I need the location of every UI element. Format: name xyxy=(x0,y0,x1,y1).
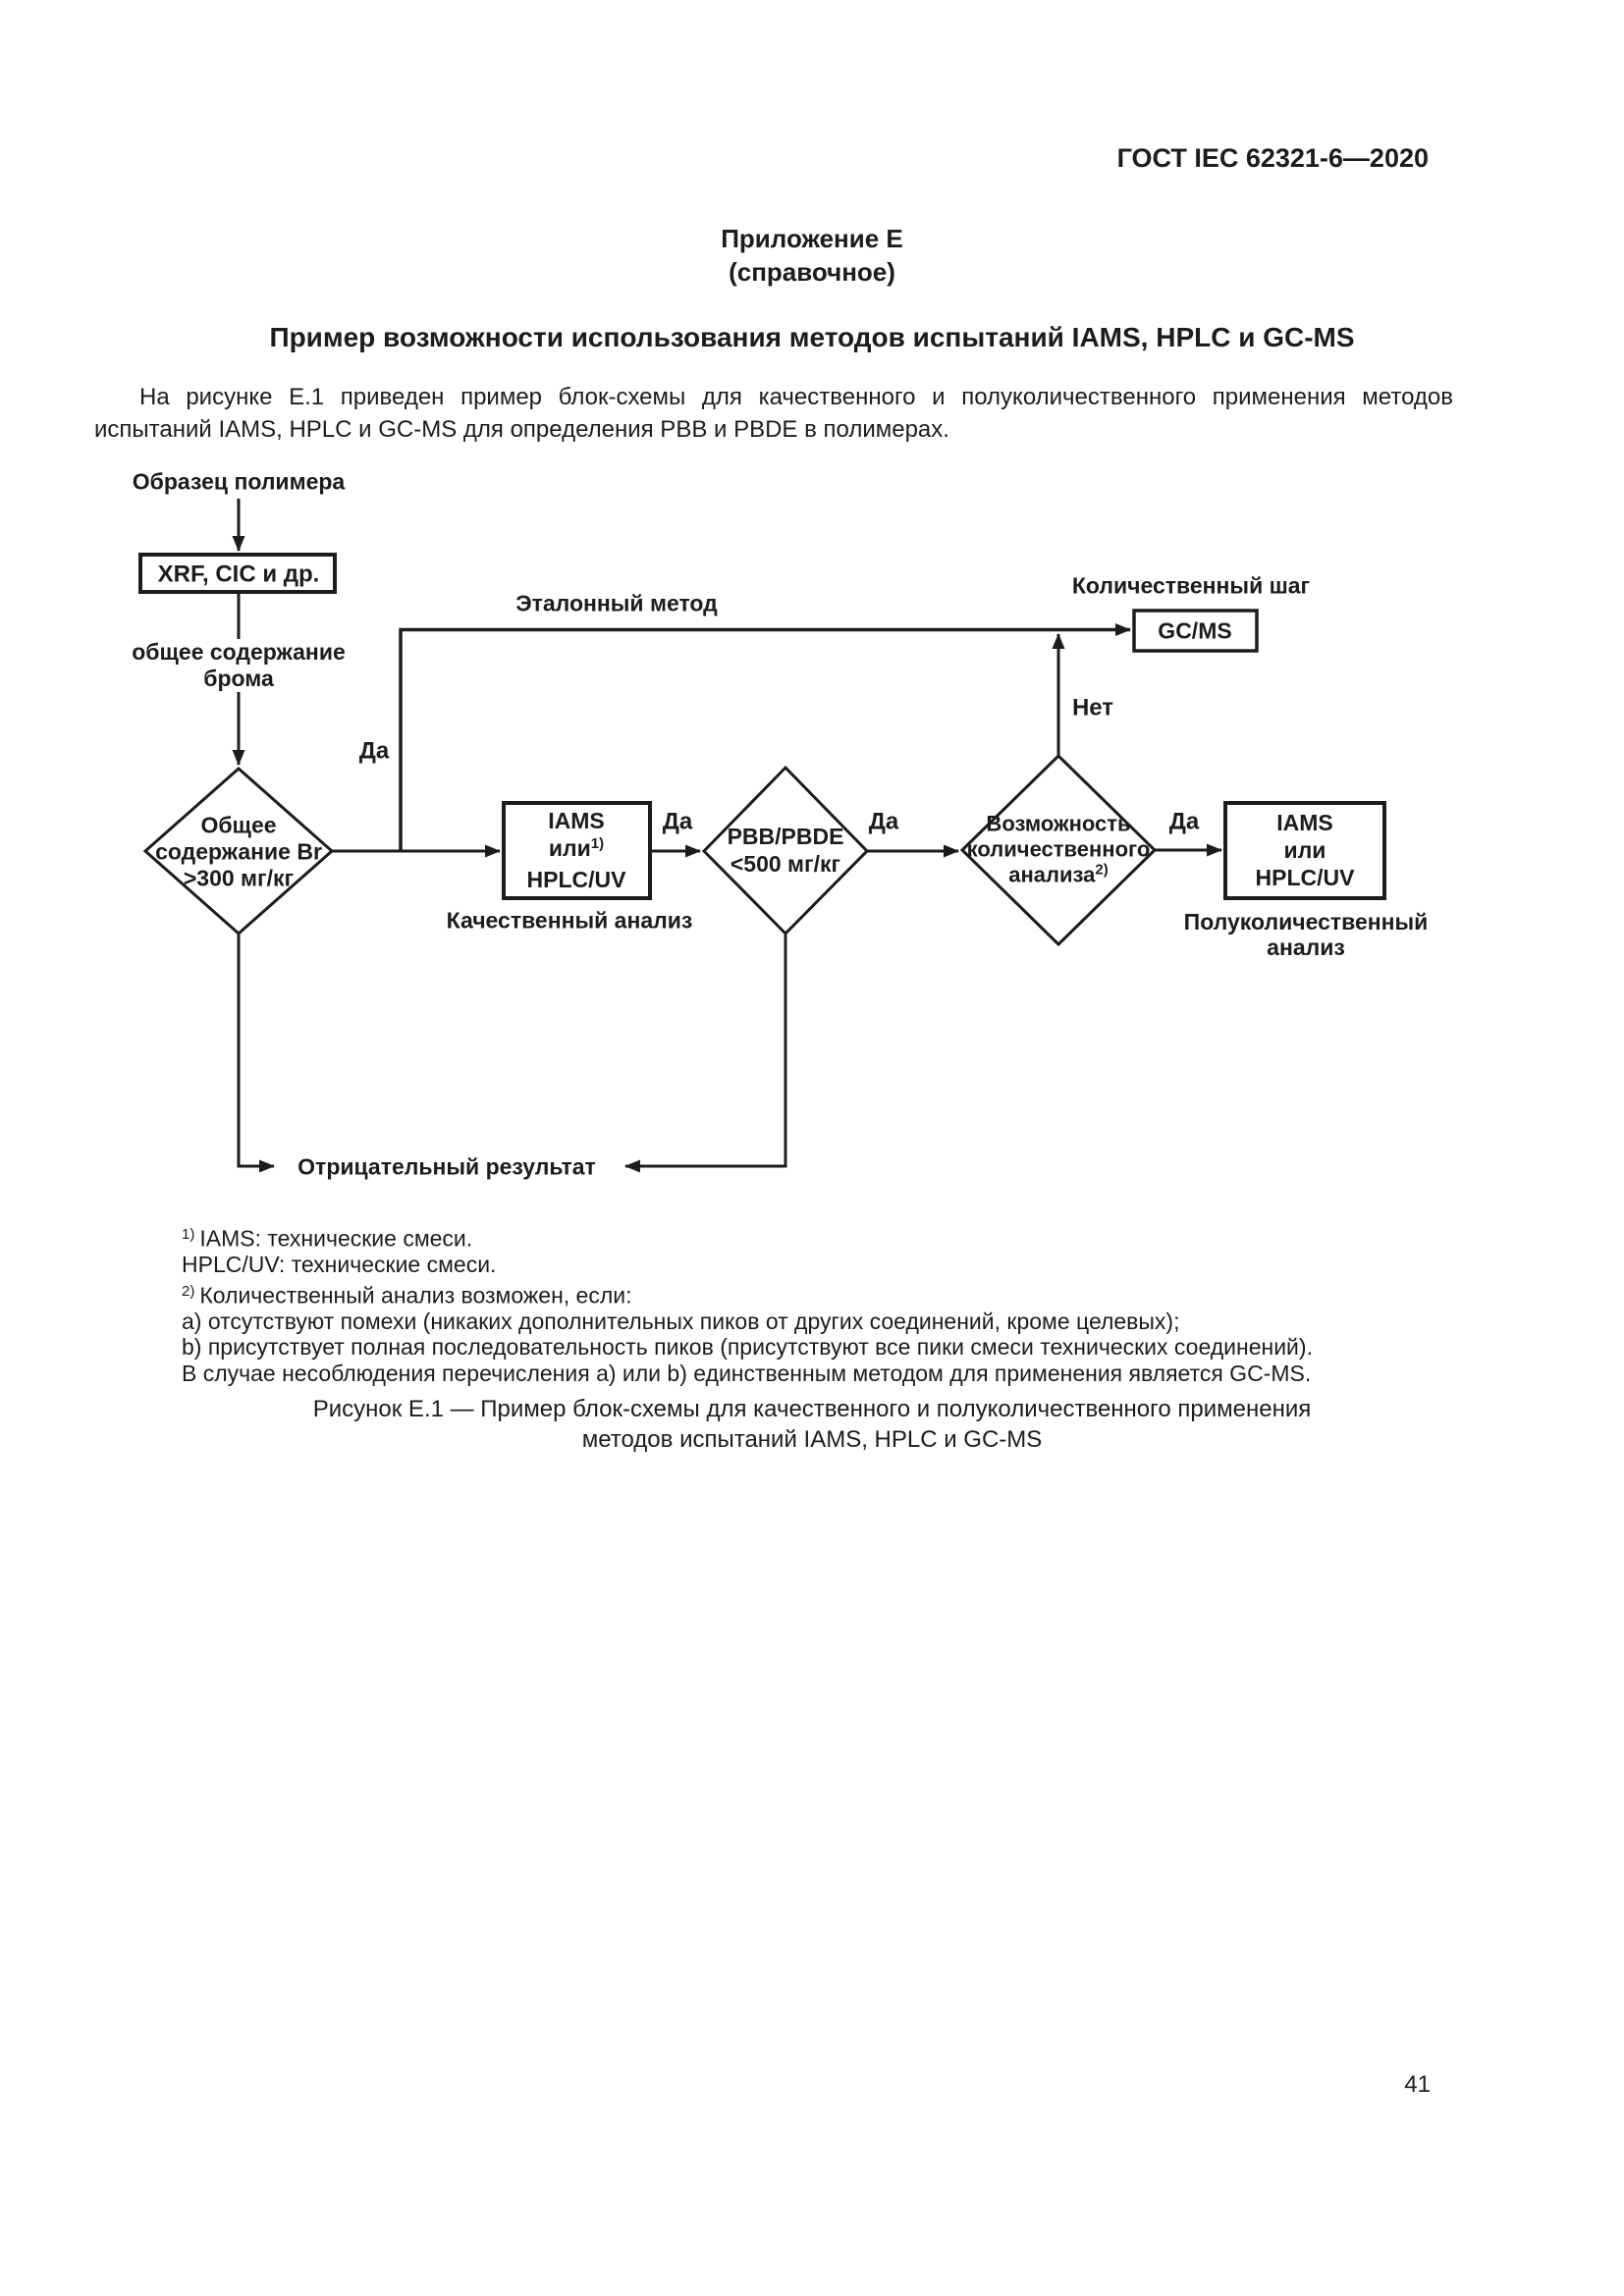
footnote-line: В случае несоблюдения перечисления a) ил… xyxy=(182,1360,1312,1386)
figure-caption: Рисунок Е.1 — Пример блок-схемы для каче… xyxy=(312,1396,1312,1453)
semiquant-box-label: IAMS или HPLC/UV xyxy=(1255,810,1355,890)
yes-label-1: Да xyxy=(358,737,390,765)
reference-method-label: Эталонный метод xyxy=(515,590,718,616)
qualitative-analysis-label: Качественный анализ xyxy=(446,907,693,934)
decision1-label: Общее содержание Br >300 мг/кг xyxy=(155,812,322,891)
footnote-line: a) отсутствуют помехи (никаких дополните… xyxy=(182,1308,1180,1334)
negative-result-label: Отрицательный результат xyxy=(298,1153,596,1180)
footnote-line: 2)Количественный анализ возможен, если: xyxy=(182,1282,632,1308)
page-number: 41 xyxy=(1404,2071,1431,2098)
arrow-decision1-negative xyxy=(237,934,275,1173)
footnote-ref-1: 1) xyxy=(590,835,605,852)
bromine-content-label: общее содержание брома xyxy=(126,639,352,692)
yes-label-4: Да xyxy=(1168,808,1200,835)
footnote-line: 1)IAMS: технические смеси. xyxy=(182,1225,473,1252)
annex-title: Пример возможности использования методов… xyxy=(269,322,1355,352)
footnotes-block: 1)IAMS: технические смеси. HPLC/UV: техн… xyxy=(182,1221,1458,1386)
annex-label: Приложение Е xyxy=(721,224,903,253)
yes-label-2: Да xyxy=(662,808,693,835)
footnote-ref-2: 2) xyxy=(1095,861,1109,879)
decision3-label: Возможность количественного анализа2) xyxy=(966,811,1151,887)
yes-label-3: Да xyxy=(868,808,899,835)
page-header-code: ГОСТ IEC 62321-6—2020 xyxy=(1116,143,1429,173)
arrow-decision2-negative xyxy=(624,934,787,1173)
footnote-line: HPLC/UV: технические смеси. xyxy=(182,1252,497,1278)
xrf-box-label: XRF, CIC и др. xyxy=(157,561,320,588)
qual-box-label: IAMS или1) HPLC/UV xyxy=(526,808,626,892)
decision2-label: PBB/PBDE <500 мг/кг xyxy=(727,824,844,877)
gcms-box-label: GC/MS xyxy=(1158,617,1232,644)
start-node-label: Образец полимера xyxy=(132,468,346,495)
annex-type: (справочное) xyxy=(729,257,895,287)
intro-paragraph: На рисунке Е.1 приведен пример блок-схем… xyxy=(94,384,1453,443)
footnote-line: b) присутствует полная последовательност… xyxy=(182,1334,1313,1361)
no-label: Нет xyxy=(1071,694,1114,721)
quantitative-step-label: Количественный шаг xyxy=(1071,572,1311,599)
semiquantitative-analysis-label: Полуколичественный анализ xyxy=(1183,909,1429,960)
